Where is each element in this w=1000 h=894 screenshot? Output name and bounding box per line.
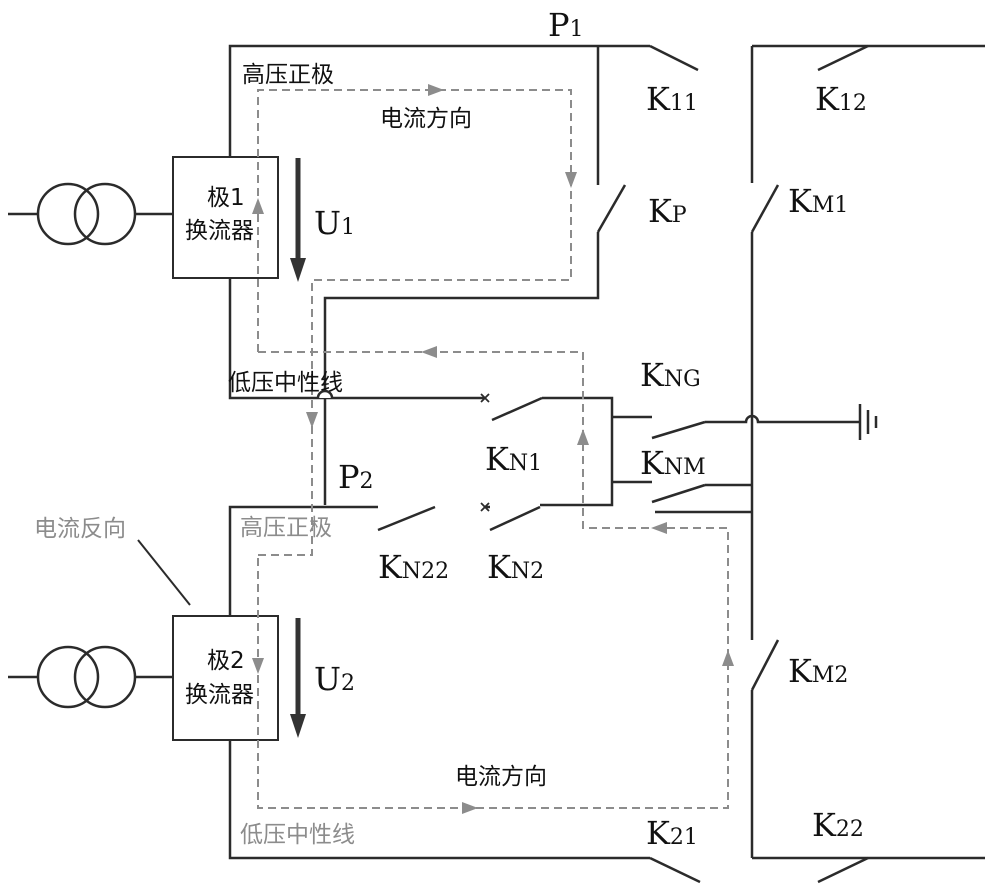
labels: P1 P2 K11 K12 KP KM1 KNG KNM KN1 KN22 KN… [34,6,867,852]
arrow-left-mid [421,346,437,358]
open-contact-marks [480,393,490,512]
converter-2-box [172,615,279,741]
label-lv-neutral-2: 低压中性线 [240,822,355,848]
arrow-up-conv1 [252,198,264,214]
label-u2: U2 [314,660,355,698]
label-kp: KP [648,192,687,230]
label-current-dir-2: 电流方向 [455,764,547,790]
arrow-down-right [565,172,577,188]
label-lv-neutral-1: 低压中性线 [228,370,343,396]
arrow-down-mid [306,412,318,428]
label-k21: K21 [646,814,698,852]
label-p2: P2 [338,458,374,496]
label-current-dir-1: 电流方向 [380,106,472,132]
label-kn22: KN22 [378,548,449,586]
label-u1: U1 [314,204,355,242]
label-km2: KM2 [788,652,848,690]
crossover-hop [316,389,334,399]
current-arrows [252,84,734,814]
label-conv2-line2: 换流器 [185,682,254,708]
voltage-arrows [290,158,306,738]
label-conv1-line1: 极1 [207,185,245,211]
reverse-pointer-line [137,539,191,606]
label-knm: KNM [640,444,706,482]
arrow-up-box [577,429,589,445]
arrow-up-right-lower [722,650,734,666]
label-conv1-line2: 换流器 [185,218,254,244]
wires [8,44,985,860]
label-conv2-line1: 极2 [207,648,245,674]
arrow-left-lower [651,522,667,534]
arrow-right-top [428,84,444,96]
converter-1-box [172,156,279,279]
arrow-right-bottom [462,802,478,814]
label-k11: K11 [646,80,698,118]
label-hv-pos-1: 高压正极 [242,62,334,88]
switches [377,44,869,884]
label-hv-pos-2: 高压正极 [240,515,332,541]
label-k22: K22 [812,806,864,844]
label-kn2: KN2 [487,548,544,586]
transformer-1-icon [36,182,137,246]
label-p1: P1 [548,6,584,44]
label-kn1: KN1 [485,440,542,478]
label-kng: KNG [640,356,701,394]
label-k12: K12 [815,80,867,118]
ground-icon [858,404,878,440]
label-current-reverse: 电流反向 [34,516,126,542]
transformer-2-icon [36,645,137,709]
label-km1: KM1 [788,182,848,220]
arrow-down-conv2 [252,658,264,674]
